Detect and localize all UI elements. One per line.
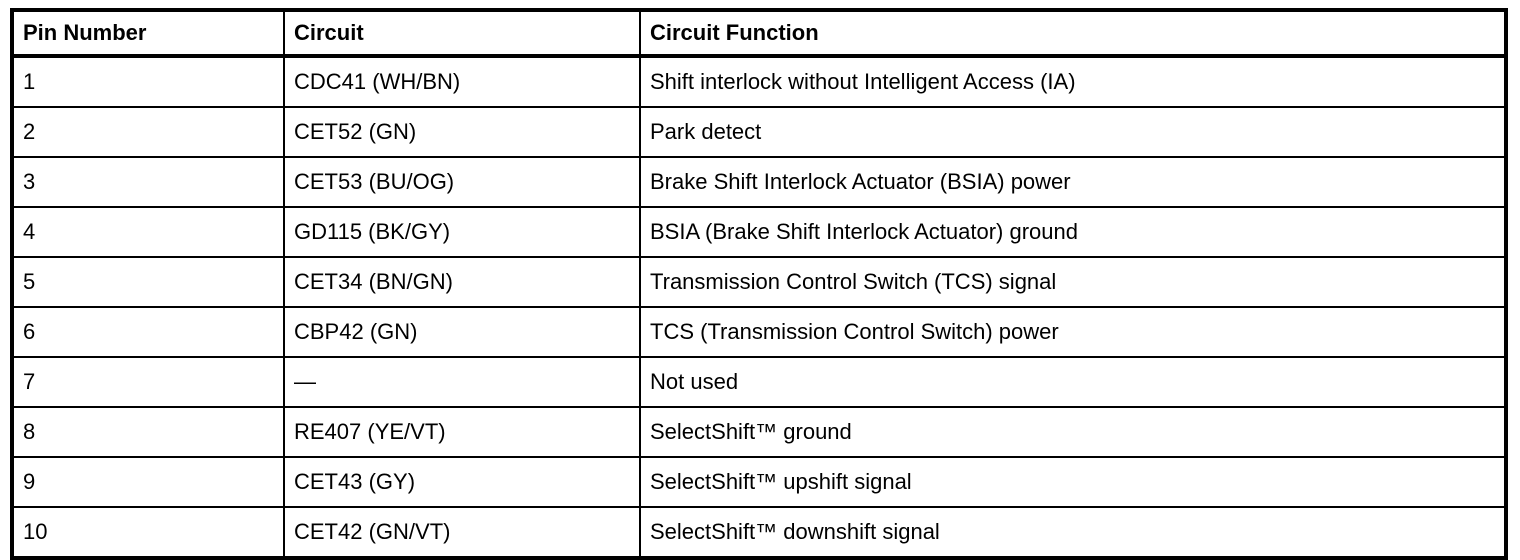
- pinout-table-container: Pin Number Circuit Circuit Function 1 CD…: [10, 8, 1508, 532]
- cell-circuit: CDC41 (WH/BN): [284, 56, 640, 107]
- cell-circuit-function: TCS (Transmission Control Switch) power: [640, 307, 1506, 357]
- cell-circuit-function: SelectShift™ downshift signal: [640, 507, 1506, 558]
- cell-circuit-function: SelectShift™ upshift signal: [640, 457, 1506, 507]
- header-circuit: Circuit: [284, 10, 640, 56]
- cell-pin-number: 5: [12, 257, 284, 307]
- cell-circuit-function: Transmission Control Switch (TCS) signal: [640, 257, 1506, 307]
- cell-circuit: GD115 (BK/GY): [284, 207, 640, 257]
- cell-circuit: CET52 (GN): [284, 107, 640, 157]
- cell-pin-number: 7: [12, 357, 284, 407]
- cell-circuit: —: [284, 357, 640, 407]
- table-row: 3 CET53 (BU/OG) Brake Shift Interlock Ac…: [12, 157, 1506, 207]
- header-circuit-function: Circuit Function: [640, 10, 1506, 56]
- cell-circuit: CET53 (BU/OG): [284, 157, 640, 207]
- table-row: 8 RE407 (YE/VT) SelectShift™ ground: [12, 407, 1506, 457]
- cell-pin-number: 6: [12, 307, 284, 357]
- cell-circuit-function: Shift interlock without Intelligent Acce…: [640, 56, 1506, 107]
- cell-circuit-function: SelectShift™ ground: [640, 407, 1506, 457]
- table-row: 4 GD115 (BK/GY) BSIA (Brake Shift Interl…: [12, 207, 1506, 257]
- table-row: 10 CET42 (GN/VT) SelectShift™ downshift …: [12, 507, 1506, 558]
- cell-circuit: RE407 (YE/VT): [284, 407, 640, 457]
- cell-circuit: CET34 (BN/GN): [284, 257, 640, 307]
- table-row: 5 CET34 (BN/GN) Transmission Control Swi…: [12, 257, 1506, 307]
- header-pin-number: Pin Number: [12, 10, 284, 56]
- cell-pin-number: 2: [12, 107, 284, 157]
- table-row: 7 — Not used: [12, 357, 1506, 407]
- cell-circuit-function: Park detect: [640, 107, 1506, 157]
- cell-pin-number: 9: [12, 457, 284, 507]
- table-header: Pin Number Circuit Circuit Function: [12, 10, 1506, 56]
- cell-pin-number: 10: [12, 507, 284, 558]
- table-body: 1 CDC41 (WH/BN) Shift interlock without …: [12, 56, 1506, 558]
- cell-circuit-function: Not used: [640, 357, 1506, 407]
- table-row: 9 CET43 (GY) SelectShift™ upshift signal: [12, 457, 1506, 507]
- table-row: 1 CDC41 (WH/BN) Shift interlock without …: [12, 56, 1506, 107]
- pinout-table: Pin Number Circuit Circuit Function 1 CD…: [10, 8, 1508, 560]
- cell-circuit: CET42 (GN/VT): [284, 507, 640, 558]
- cell-pin-number: 1: [12, 56, 284, 107]
- table-row: 6 CBP42 (GN) TCS (Transmission Control S…: [12, 307, 1506, 357]
- table-row: 2 CET52 (GN) Park detect: [12, 107, 1506, 157]
- cell-circuit: CET43 (GY): [284, 457, 640, 507]
- cell-circuit-function: Brake Shift Interlock Actuator (BSIA) po…: [640, 157, 1506, 207]
- header-row: Pin Number Circuit Circuit Function: [12, 10, 1506, 56]
- cell-pin-number: 3: [12, 157, 284, 207]
- cell-pin-number: 8: [12, 407, 284, 457]
- cell-circuit: CBP42 (GN): [284, 307, 640, 357]
- cell-circuit-function: BSIA (Brake Shift Interlock Actuator) gr…: [640, 207, 1506, 257]
- cell-pin-number: 4: [12, 207, 284, 257]
